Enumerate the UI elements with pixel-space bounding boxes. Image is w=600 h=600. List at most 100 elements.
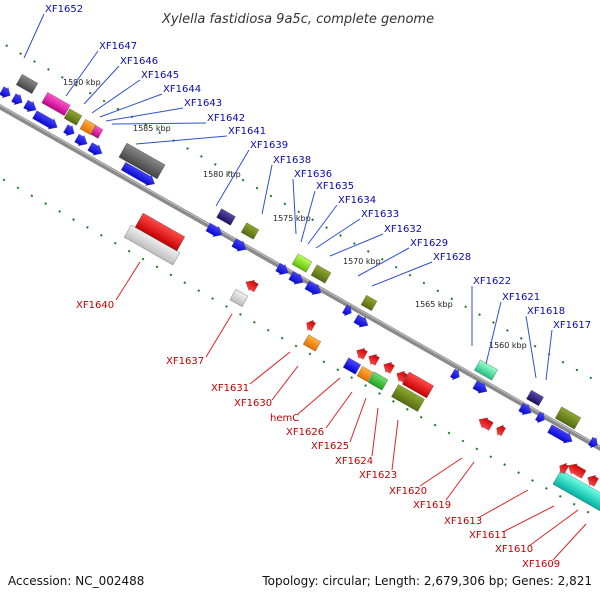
gene-block[interactable] xyxy=(240,222,260,240)
gene-block[interactable] xyxy=(134,212,186,252)
gene-label[interactable]: XF1613 xyxy=(444,516,482,527)
reverse-gene-arrow[interactable] xyxy=(394,368,409,383)
gene-block[interactable] xyxy=(118,142,166,180)
gene-label[interactable]: XF1642 xyxy=(207,113,245,124)
gene-block[interactable] xyxy=(123,224,181,266)
forward-gene-arrow[interactable] xyxy=(472,379,490,396)
gene-block[interactable] xyxy=(367,371,389,391)
gene-label[interactable]: XF1621 xyxy=(502,292,540,303)
reverse-gene-arrow[interactable] xyxy=(381,359,396,374)
gene-label[interactable]: XF1638 xyxy=(273,155,311,166)
gene-block[interactable] xyxy=(302,334,322,352)
forward-gene-arrow[interactable] xyxy=(63,123,78,138)
gene-label[interactable]: XF1625 xyxy=(311,441,349,452)
forward-gene-arrow[interactable] xyxy=(0,85,13,100)
forward-gene-arrow[interactable] xyxy=(23,99,39,115)
gene-label[interactable]: XF1634 xyxy=(338,195,376,206)
forward-gene-arrow[interactable] xyxy=(11,92,26,107)
gene-block[interactable] xyxy=(391,384,425,412)
gene-label[interactable]: XF1637 xyxy=(166,356,204,367)
gene-label[interactable]: XF1639 xyxy=(250,140,288,151)
reverse-gene-arrow[interactable] xyxy=(585,472,600,487)
gene-block[interactable] xyxy=(356,365,374,383)
label-leader xyxy=(205,313,233,358)
forward-gene-arrow[interactable] xyxy=(87,141,105,158)
gene-block[interactable] xyxy=(526,389,544,407)
forward-gene-arrow[interactable] xyxy=(449,368,463,382)
gene-label[interactable]: XF1611 xyxy=(469,530,507,541)
gene-block[interactable] xyxy=(342,357,362,375)
gene-label[interactable]: XF1622 xyxy=(473,276,511,287)
label-leader xyxy=(115,261,141,301)
forward-gene-arrow[interactable] xyxy=(547,423,576,446)
tick-mark xyxy=(297,210,301,214)
gene-label[interactable]: XF1652 xyxy=(45,4,83,15)
gene-label[interactable]: XF1644 xyxy=(163,84,201,95)
forward-gene-arrow[interactable] xyxy=(74,133,90,149)
gene-label[interactable]: XF1640 xyxy=(76,300,114,311)
gene-label[interactable]: XF1609 xyxy=(522,559,560,570)
gene-label[interactable]: XF1643 xyxy=(184,98,222,109)
tick-mark xyxy=(447,431,451,435)
gene-label[interactable]: XF1628 xyxy=(433,252,471,263)
gene-label[interactable]: XF1630 xyxy=(234,398,272,409)
forward-gene-arrow[interactable] xyxy=(231,237,249,254)
gene-label[interactable]: XF1620 xyxy=(389,486,427,497)
gene-label[interactable]: XF1623 xyxy=(359,470,397,481)
tick-mark xyxy=(169,273,173,277)
gene-block[interactable] xyxy=(552,469,600,515)
reverse-gene-arrow[interactable] xyxy=(476,414,494,431)
reverse-gene-arrow[interactable] xyxy=(565,460,587,479)
gene-label[interactable]: XF1647 xyxy=(99,41,137,52)
gene-label[interactable]: XF1641 xyxy=(228,126,266,137)
forward-gene-arrow[interactable] xyxy=(353,313,371,330)
gene-label[interactable]: XF1626 xyxy=(286,427,324,438)
gene-label[interactable]: XF1632 xyxy=(384,224,422,235)
gene-block[interactable] xyxy=(310,264,332,284)
forward-gene-arrow[interactable] xyxy=(120,161,157,189)
reverse-gene-arrow[interactable] xyxy=(304,318,317,332)
gene-label[interactable]: XF1635 xyxy=(316,181,354,192)
topology-text: Topology: circular; Length: 2,679,306 bp… xyxy=(261,574,592,588)
gene-block[interactable] xyxy=(90,125,104,139)
reverse-gene-arrow[interactable] xyxy=(366,351,381,366)
reverse-gene-arrow[interactable] xyxy=(494,423,507,437)
gene-label[interactable]: XF1629 xyxy=(410,238,448,249)
forward-gene-arrow[interactable] xyxy=(518,402,534,418)
forward-gene-arrow[interactable] xyxy=(275,262,291,278)
gene-block[interactable] xyxy=(229,288,249,308)
gene-block[interactable] xyxy=(79,118,97,136)
tick-mark xyxy=(158,131,162,135)
gene-label[interactable]: XF1617 xyxy=(553,320,591,331)
gene-block[interactable] xyxy=(360,294,378,312)
gene-block[interactable] xyxy=(291,253,313,273)
tick-mark xyxy=(266,328,270,332)
forward-gene-arrow[interactable] xyxy=(205,222,225,240)
gene-label[interactable]: XF1636 xyxy=(294,169,332,180)
reverse-gene-arrow[interactable] xyxy=(557,461,570,475)
forward-gene-arrow[interactable] xyxy=(341,304,355,318)
gene-label[interactable]: XF1618 xyxy=(527,306,565,317)
gene-label[interactable]: hemC xyxy=(270,413,299,424)
gene-block[interactable] xyxy=(41,91,71,117)
gene-label[interactable]: XF1645 xyxy=(141,70,179,81)
reverse-gene-arrow[interactable] xyxy=(243,277,259,293)
forward-gene-arrow[interactable] xyxy=(534,411,548,425)
forward-gene-arrow[interactable] xyxy=(587,436,600,450)
gene-label[interactable]: XF1619 xyxy=(413,500,451,511)
forward-gene-arrow[interactable] xyxy=(288,270,306,287)
gene-label[interactable]: XF1633 xyxy=(361,209,399,220)
gene-label[interactable]: XF1631 xyxy=(211,383,249,394)
gene-block[interactable] xyxy=(554,406,582,430)
gene-label[interactable]: XF1624 xyxy=(335,456,373,467)
gene-label[interactable]: XF1610 xyxy=(495,544,533,555)
reverse-gene-arrow[interactable] xyxy=(354,345,369,360)
gene-block[interactable] xyxy=(401,371,435,399)
gene-label[interactable]: XF1646 xyxy=(120,56,158,67)
gene-block[interactable] xyxy=(63,108,83,126)
gene-block[interactable] xyxy=(15,73,39,95)
forward-gene-arrow[interactable] xyxy=(304,280,324,298)
gene-block[interactable] xyxy=(473,359,499,381)
forward-gene-arrow[interactable] xyxy=(32,109,61,132)
gene-block[interactable] xyxy=(216,208,236,226)
